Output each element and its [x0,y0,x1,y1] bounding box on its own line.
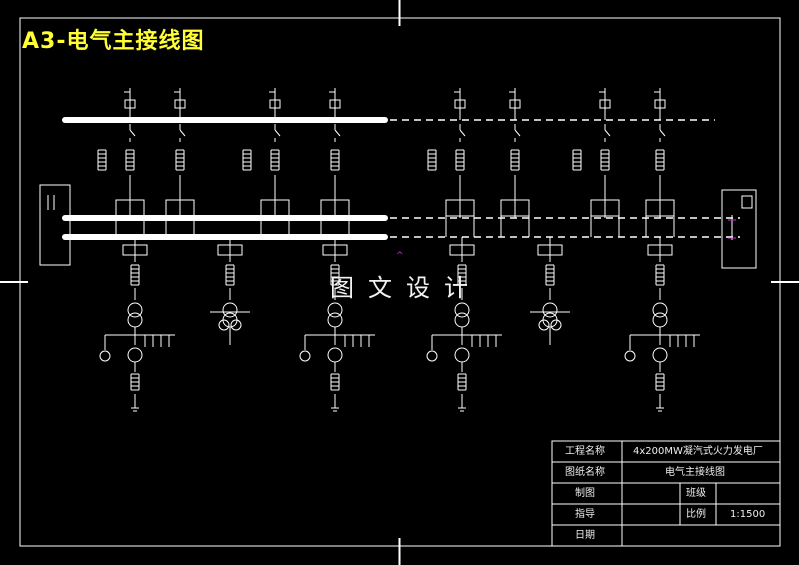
grade-label: 班级 [686,488,706,499]
feeder-5 [427,88,475,237]
feeder-7 [572,88,620,237]
project-label: 工程名称 [565,446,605,457]
project-value: 4x200MW凝汽式火力发电厂 [633,446,763,457]
bay-2 [210,237,250,345]
drawing-title: A3-电气主接线图 [22,29,205,54]
advisor-label: 指导 [575,509,595,520]
feeder-3 [242,88,290,237]
feeder-2 [165,88,195,237]
feeder-6 [500,88,530,237]
scale-label: 比例 [686,509,706,520]
drawing-name-value: 电气主接线图 [665,467,725,478]
bay-3 [299,237,375,412]
bay-6 [624,237,700,412]
bay-4 [426,237,502,412]
bay-1 [99,237,175,412]
date-label: 日期 [575,530,595,541]
title-block-grid [551,440,781,547]
bay-5 [530,237,570,345]
drawn-by-label: 制图 [575,488,595,499]
svg-text:^: ^ [396,251,404,261]
scale-value: 1:1500 [730,509,766,520]
drawing-name-label: 图纸名称 [565,467,605,478]
watermark-text: 图文设计 [330,274,482,302]
feeder-8 [645,88,675,237]
feeder-1 [97,88,145,237]
feeder-4 [320,88,350,237]
